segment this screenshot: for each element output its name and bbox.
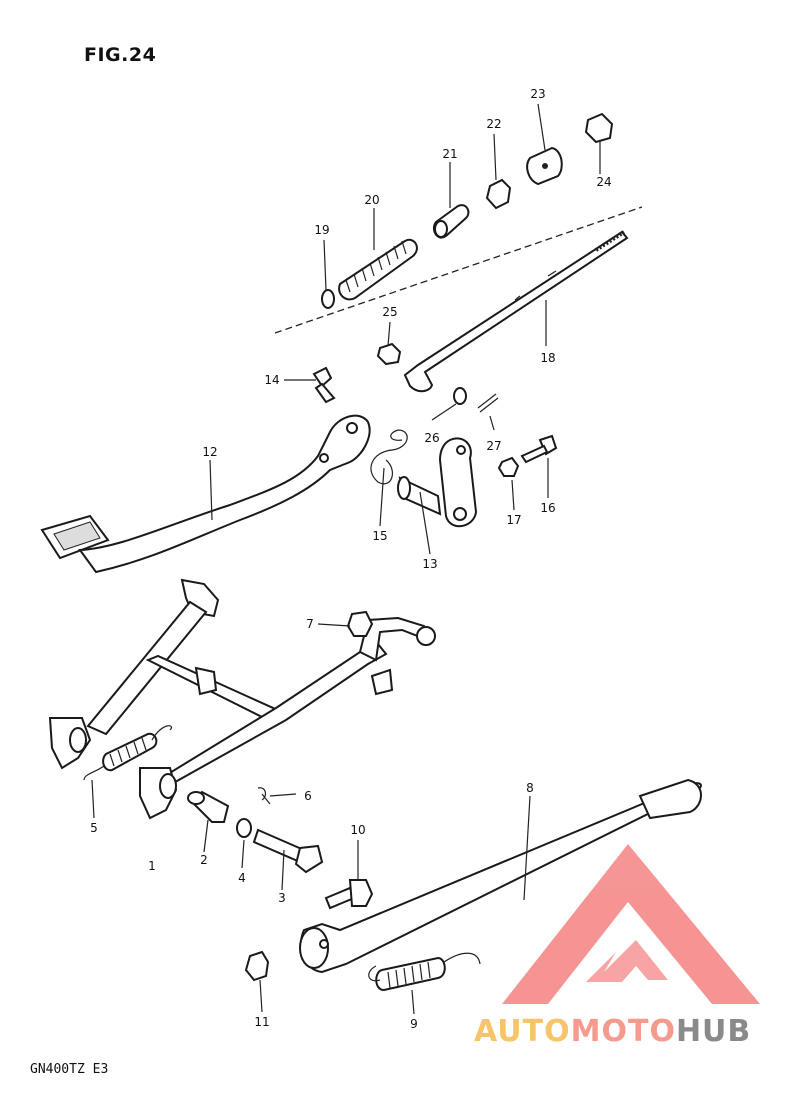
watermark-logo-text: AUTOMOTOHUB <box>474 1014 751 1049</box>
part-27-cotter-pin <box>477 393 499 413</box>
part-25-bolt <box>376 342 402 366</box>
watermark-word-hub: HUB <box>675 1014 752 1049</box>
part-label-9: 9 <box>410 1017 418 1031</box>
watermark-triangle-logo <box>502 844 760 1004</box>
part-21-sleeve <box>432 204 470 239</box>
part-3-stand-bolt <box>252 828 324 874</box>
part-10-bolt <box>324 879 374 910</box>
part-label-6: 6 <box>304 789 312 803</box>
watermark-word-auto: AUTO <box>474 1014 571 1049</box>
part-16-bolt <box>520 434 558 464</box>
part-18-brake-rod <box>403 230 629 393</box>
part-label-11: 11 <box>254 1015 270 1029</box>
part-label-25: 25 <box>382 305 398 319</box>
part-label-18: 18 <box>540 351 556 365</box>
part-label-23: 23 <box>530 87 546 101</box>
leader-lines <box>91 103 601 1015</box>
part-label-3: 3 <box>278 891 286 905</box>
part-14-pivot-bolt <box>312 366 336 404</box>
part-label-20: 20 <box>364 193 380 207</box>
assembly-guide-line <box>274 206 643 334</box>
part-label-14: 14 <box>264 373 280 387</box>
part-label-4: 4 <box>238 871 246 885</box>
part-label-1: 1 <box>148 859 156 873</box>
part-8-side-stand <box>299 778 702 974</box>
part-label-13: 13 <box>422 557 438 571</box>
part-23-rod-joint <box>526 146 563 186</box>
part-13-brake-cam-lever <box>397 437 478 527</box>
model-code: GN400TZ E3 <box>30 1062 109 1077</box>
part-label-12: 12 <box>202 445 218 459</box>
part-label-24: 24 <box>596 175 612 189</box>
part-26-washer <box>453 387 467 405</box>
part-label-17: 17 <box>506 513 522 527</box>
part-12-brake-pedal <box>40 414 371 574</box>
part-5-stand-spring <box>83 725 172 781</box>
part-label-5: 5 <box>90 821 98 835</box>
part-4-washer <box>236 818 252 838</box>
part-2-sleeve <box>187 790 230 823</box>
part-6-cotter-pin <box>257 787 271 805</box>
part-17-nut <box>497 456 520 477</box>
part-15-pedal-spring <box>370 429 408 485</box>
part-label-27: 27 <box>486 439 502 453</box>
part-label-2: 2 <box>200 853 208 867</box>
part-11-nut <box>244 950 270 982</box>
part-label-22: 22 <box>486 117 502 131</box>
part-label-8: 8 <box>526 781 534 795</box>
part-label-16: 16 <box>540 501 556 515</box>
part-label-21: 21 <box>442 147 458 161</box>
part-label-19: 19 <box>314 223 330 237</box>
part-label-10: 10 <box>350 823 366 837</box>
figure-title: FIG.24 <box>84 44 157 66</box>
part-19-washer <box>321 289 335 309</box>
part-20-return-spring <box>338 238 418 301</box>
part-label-26: 26 <box>424 431 440 445</box>
part-22-adjusting-nut <box>485 178 512 210</box>
part-1-center-stand <box>48 578 436 820</box>
part-24-nut <box>584 112 614 144</box>
part-7-stopper <box>346 610 374 637</box>
part-label-15: 15 <box>372 529 388 543</box>
watermark-word-moto: MOTO <box>570 1014 676 1049</box>
part-9-side-stand-spring <box>368 952 481 992</box>
part-label-7: 7 <box>306 617 314 631</box>
